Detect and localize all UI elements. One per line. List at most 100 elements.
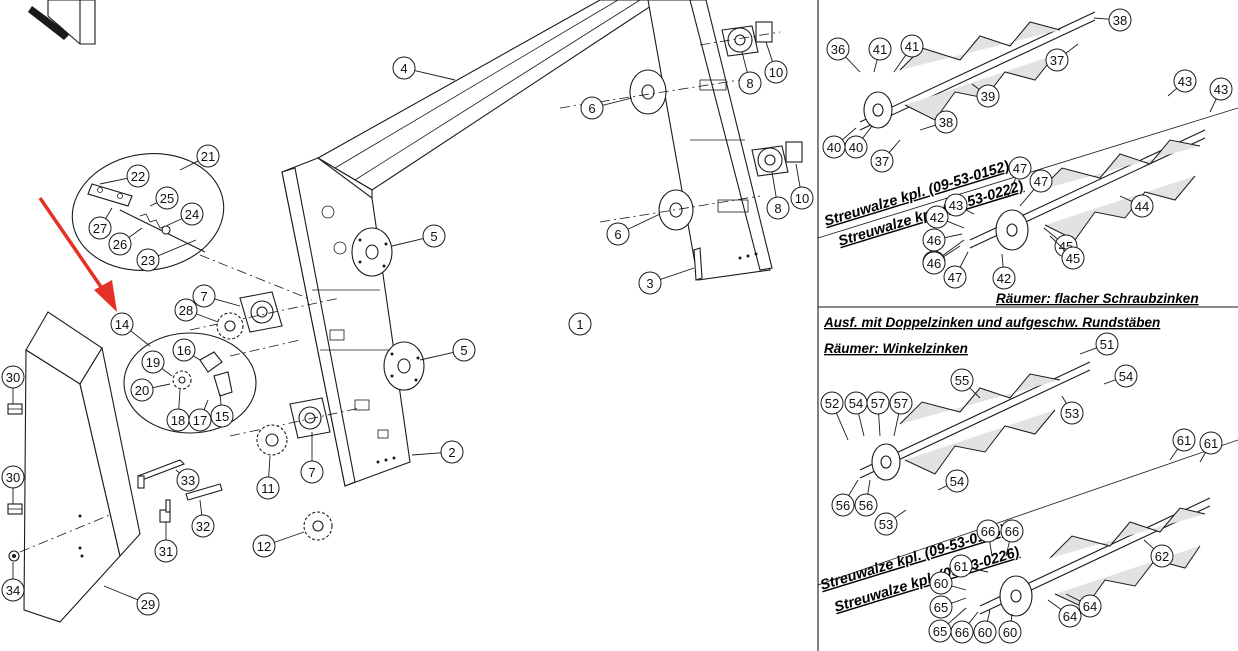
leader-line bbox=[867, 479, 871, 495]
bearing-lower-right bbox=[751, 141, 803, 177]
leader-line bbox=[193, 355, 201, 361]
callout-8: 8 bbox=[738, 51, 762, 95]
callout-46: 46 bbox=[922, 245, 961, 275]
callout-40: 40 bbox=[822, 127, 857, 159]
callout-54: 54 bbox=[937, 469, 969, 493]
callout-number: 56 bbox=[836, 498, 850, 513]
leader-line bbox=[965, 209, 975, 215]
label-raeumer-flach: Räumer: flacher Schraubzinken bbox=[996, 291, 1199, 306]
callout-number: 60 bbox=[978, 625, 992, 640]
callout-number: 31 bbox=[159, 544, 173, 559]
callout-circle bbox=[440, 440, 464, 464]
leader-line bbox=[1065, 593, 1081, 602]
callout-number: 54 bbox=[1119, 369, 1133, 384]
callout-circle bbox=[934, 110, 958, 134]
spreader-roller-c bbox=[859, 361, 1091, 481]
sprocket-11 bbox=[256, 424, 288, 456]
callout-circle bbox=[1108, 8, 1132, 32]
leader-line bbox=[959, 251, 969, 268]
leader-line bbox=[862, 125, 873, 139]
callout-62: 62 bbox=[1143, 539, 1174, 568]
callout-number: 20 bbox=[135, 383, 149, 398]
callout-circle bbox=[130, 378, 154, 402]
callout-number: 40 bbox=[849, 140, 863, 155]
callout-circle bbox=[1173, 69, 1197, 93]
callout-circle bbox=[568, 312, 592, 336]
callout-41: 41 bbox=[868, 37, 892, 73]
leader-line bbox=[99, 177, 128, 185]
callout-circle bbox=[580, 96, 604, 120]
callout-circle bbox=[976, 519, 1000, 543]
label-ausfuehrung: Ausf. mit Doppelzinken und aufgeschw. Ru… bbox=[823, 315, 1160, 330]
leader-line bbox=[1049, 235, 1066, 251]
callout-circle bbox=[950, 368, 974, 392]
leader-line bbox=[971, 83, 980, 90]
callout-36: 36 bbox=[826, 37, 861, 73]
leader-line bbox=[1167, 87, 1178, 97]
callout-27: 27 bbox=[88, 207, 113, 240]
callout-2: 2 bbox=[411, 440, 464, 464]
sprocket-28 bbox=[216, 312, 244, 340]
callout-number: 39 bbox=[981, 89, 995, 104]
callout-39: 39 bbox=[971, 83, 1000, 108]
leader-line bbox=[1169, 448, 1179, 461]
callout-number: 7 bbox=[200, 289, 207, 304]
callout-43: 43 bbox=[1167, 69, 1197, 97]
callout-37: 37 bbox=[1045, 43, 1079, 72]
callout-45: 45 bbox=[1049, 235, 1085, 270]
callout-circle bbox=[154, 539, 178, 563]
callout-circle bbox=[1172, 428, 1196, 452]
callout-25: 25 bbox=[149, 186, 179, 210]
callout-circle bbox=[764, 60, 788, 84]
callout-circle bbox=[1078, 594, 1102, 618]
callout-43: 43 bbox=[944, 193, 975, 217]
callout-56: 56 bbox=[854, 479, 878, 517]
leader-line bbox=[1199, 452, 1206, 463]
callout-number: 53 bbox=[1065, 406, 1079, 421]
leader-line bbox=[1103, 379, 1116, 385]
callout-circle bbox=[925, 205, 949, 229]
callout-16: 16 bbox=[172, 338, 201, 362]
callout-60: 60 bbox=[929, 571, 967, 595]
callout-circle bbox=[1114, 364, 1138, 388]
callout-circle bbox=[1061, 246, 1085, 270]
callout-number: 30 bbox=[6, 370, 20, 385]
callout-circle bbox=[949, 554, 973, 578]
callout-circle bbox=[108, 232, 132, 256]
callout-10: 10 bbox=[790, 163, 814, 210]
callout-circle bbox=[110, 312, 134, 336]
bracket-30-upper bbox=[7, 403, 23, 415]
callout-42: 42 bbox=[925, 205, 965, 229]
callout-number: 60 bbox=[934, 576, 948, 591]
callout-55: 55 bbox=[950, 368, 981, 399]
callout-number: 4 bbox=[400, 61, 407, 76]
callout-57: 57 bbox=[889, 391, 913, 437]
callout-number: 18 bbox=[171, 413, 185, 428]
callout-number: 24 bbox=[185, 207, 199, 222]
callout-number: 62 bbox=[1155, 549, 1169, 564]
callout-53: 53 bbox=[874, 509, 907, 536]
callout-number: 41 bbox=[873, 42, 887, 57]
leader-line bbox=[214, 298, 241, 307]
callout-number: 38 bbox=[939, 115, 953, 130]
leader-line bbox=[947, 607, 967, 625]
callout-circle bbox=[1130, 194, 1154, 218]
disk-5-upper bbox=[351, 227, 393, 277]
callout-number: 38 bbox=[1113, 13, 1127, 28]
callout-number: 34 bbox=[6, 583, 20, 598]
leader-line bbox=[419, 351, 454, 361]
callout-number: 37 bbox=[875, 154, 889, 169]
callout-number: 17 bbox=[193, 413, 207, 428]
callout-number: 36 bbox=[831, 42, 845, 57]
callout-10: 10 bbox=[764, 41, 788, 84]
leader-line bbox=[842, 127, 857, 141]
leader-line bbox=[795, 163, 801, 188]
callout-circle bbox=[922, 251, 946, 275]
callout-number: 44 bbox=[1135, 199, 1149, 214]
callout-60: 60 bbox=[998, 613, 1022, 644]
leader-line bbox=[105, 207, 113, 219]
callout-circle bbox=[300, 460, 324, 484]
callout-number: 64 bbox=[1063, 609, 1077, 624]
callout-3: 3 bbox=[638, 267, 695, 295]
